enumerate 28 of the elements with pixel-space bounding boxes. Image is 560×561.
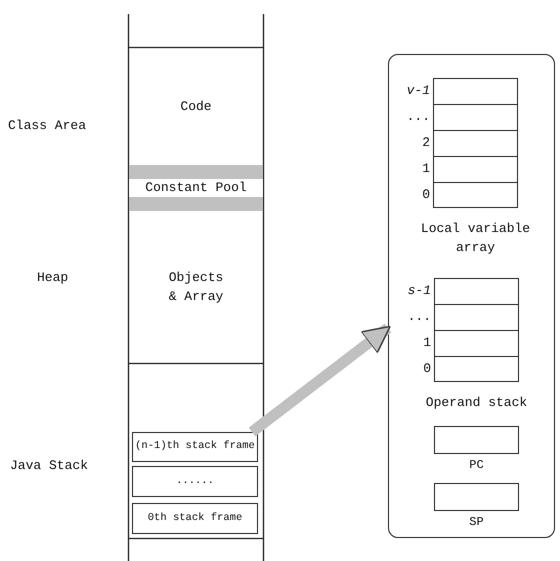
frame-label: (n-1)th stack frame <box>135 440 255 454</box>
pool-label: Constant Pool <box>129 178 263 198</box>
stack-frame-box <box>132 466 258 497</box>
stack-frame-box <box>132 503 258 534</box>
slot-index: 0 <box>423 361 431 376</box>
area-label: Code <box>179 98 213 116</box>
stack-frame-box <box>132 432 258 462</box>
frame-label: ...... <box>176 474 214 488</box>
slot-index: 1 <box>422 161 430 176</box>
slot-index: ... <box>406 109 430 124</box>
slot-index: 1 <box>423 335 431 350</box>
register-label: PC <box>468 458 485 473</box>
slot-index: v-1 <box>406 83 430 98</box>
slot-index: s-1 <box>408 283 431 298</box>
slot-index: ... <box>408 309 431 324</box>
register-label: SP <box>468 515 485 530</box>
array-caption: Local variable array <box>420 220 532 257</box>
section-label: Heap <box>37 270 68 285</box>
slot-index: 0 <box>422 187 430 202</box>
block-arrow <box>248 324 392 436</box>
section-label: Java Stack <box>10 458 88 473</box>
section-label: Class Area <box>8 118 86 133</box>
array-caption: Operand stack <box>424 394 528 412</box>
frame-detail-panel <box>388 54 555 538</box>
slot-index: 2 <box>422 135 430 150</box>
frame-label: 0th stack frame <box>148 512 242 526</box>
area-label: Objects & Array <box>168 268 224 306</box>
constant-pool-band <box>129 165 263 211</box>
